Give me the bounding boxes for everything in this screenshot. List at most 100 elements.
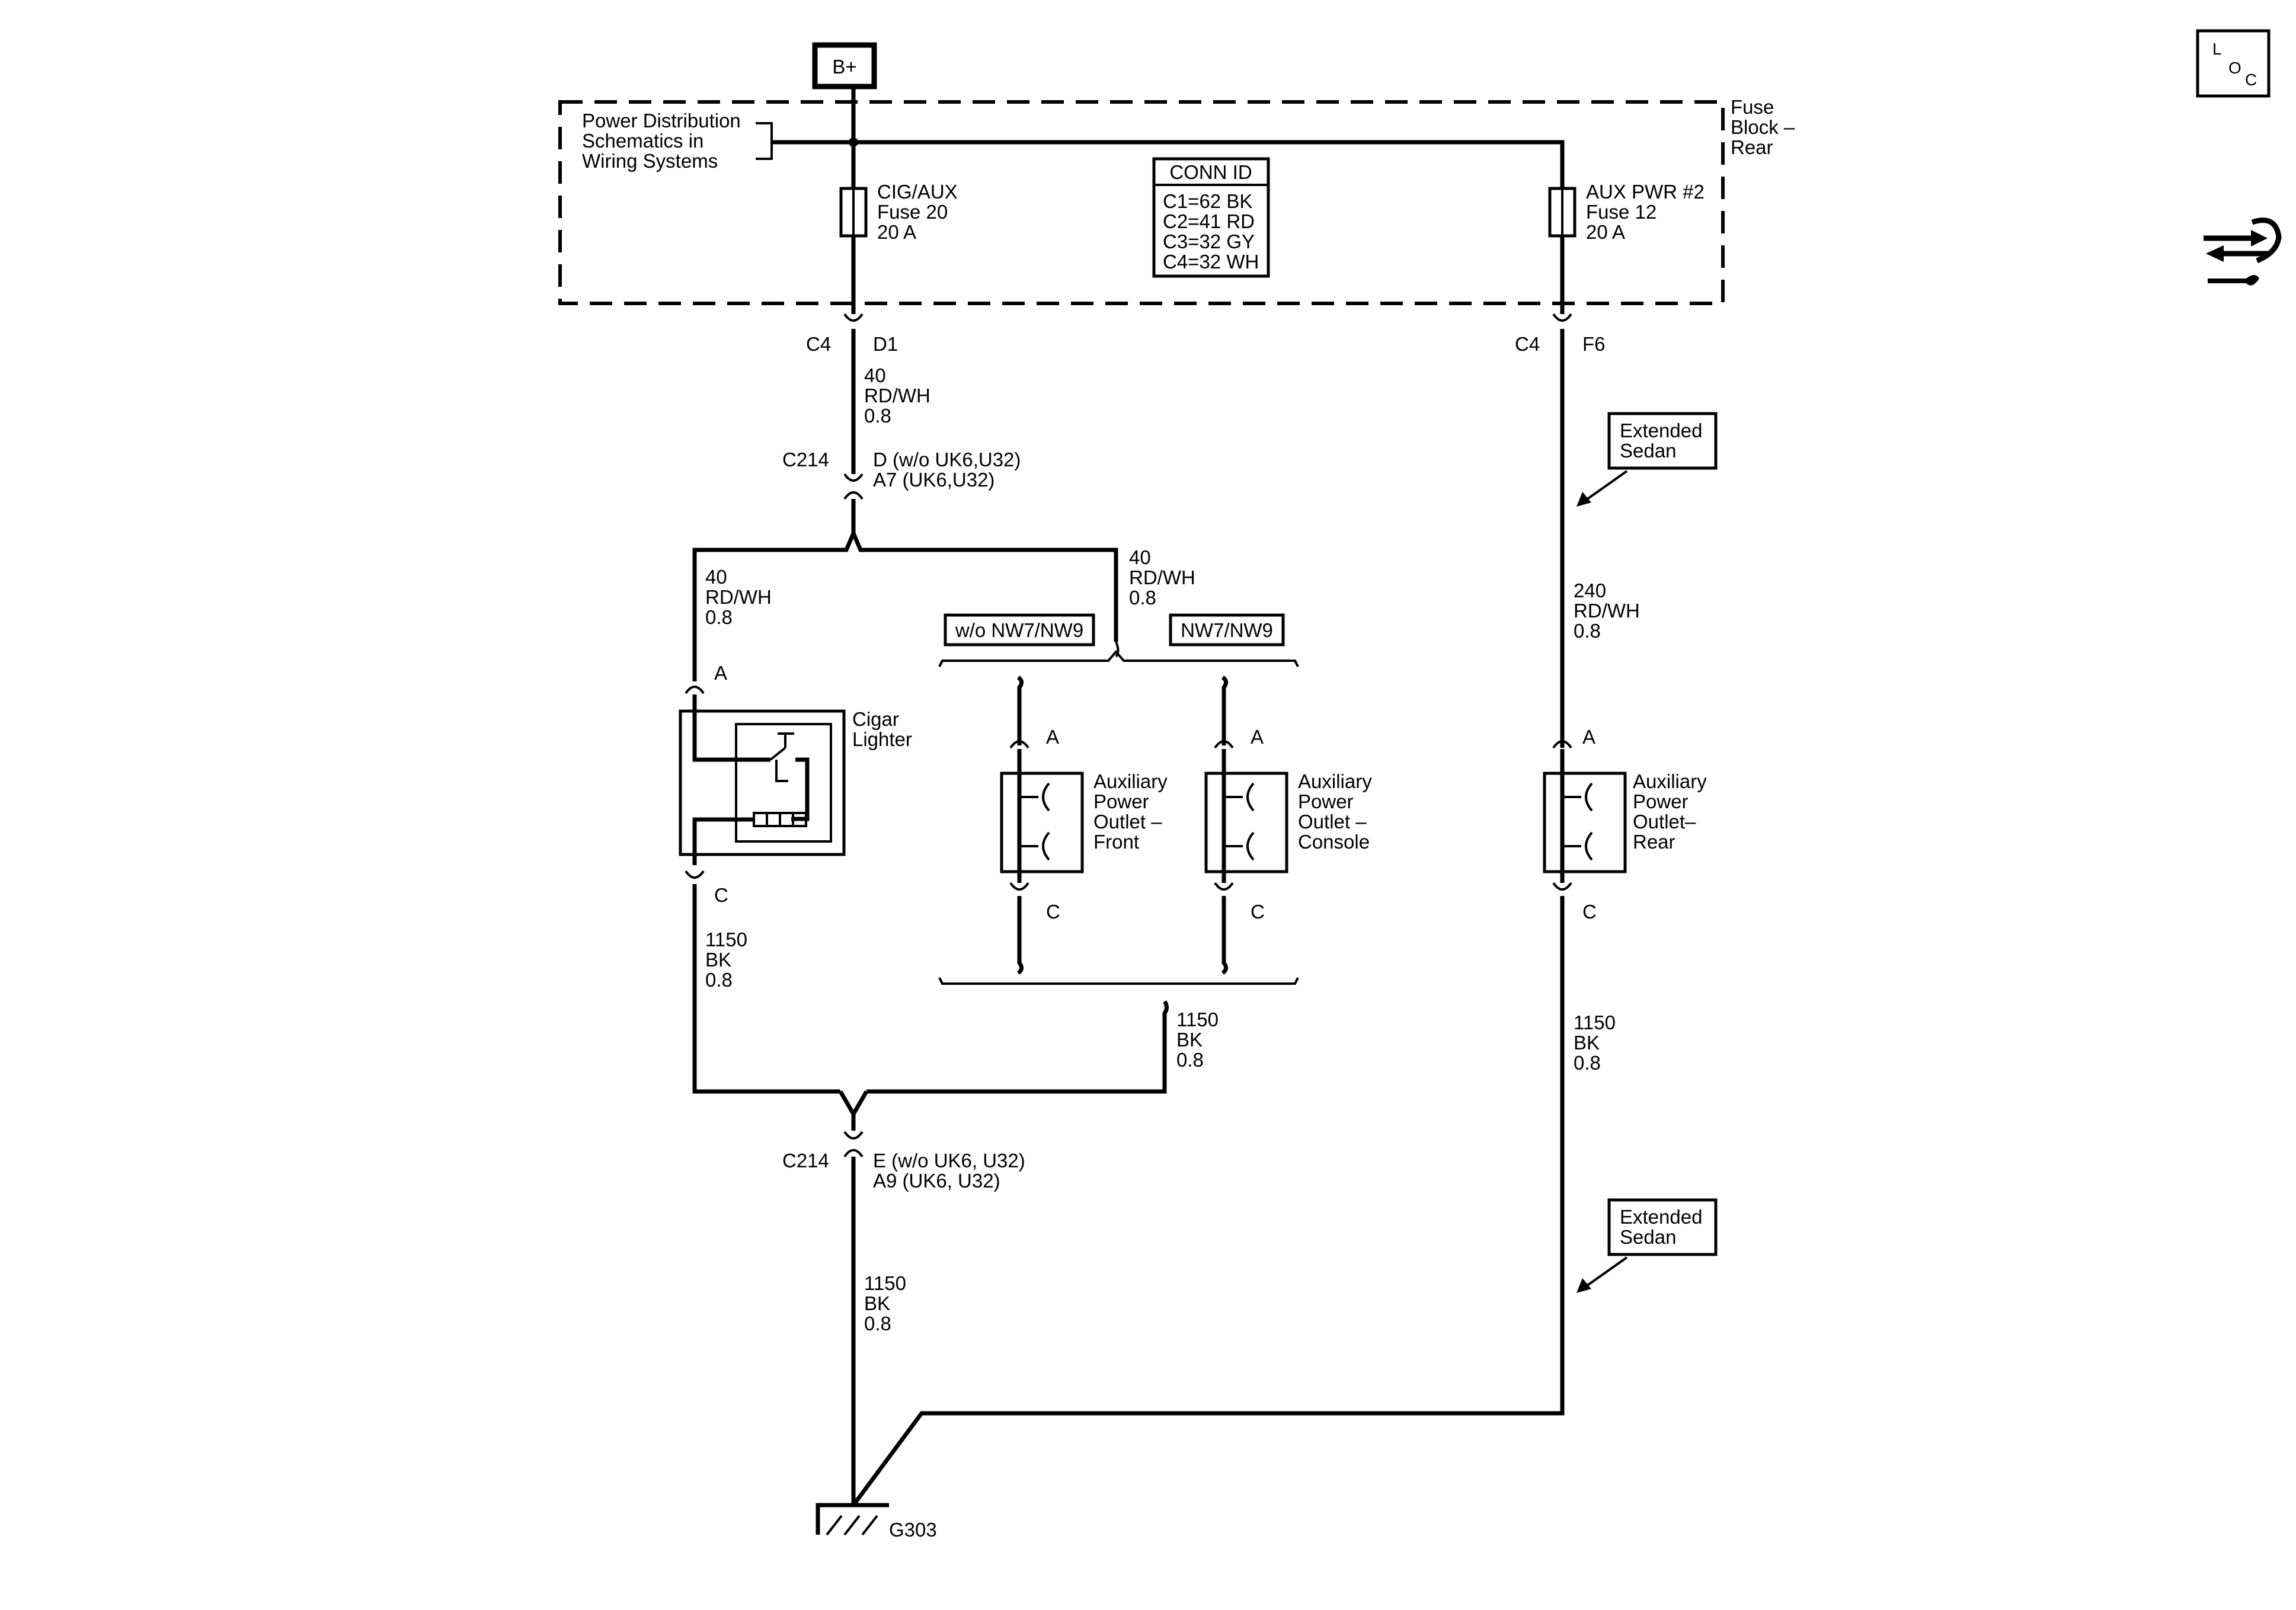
diagram-line — [1224, 782, 1255, 812]
diagram-label: C — [2245, 71, 2257, 89]
diagram-label: 0.8 — [1129, 587, 1156, 609]
pin-c-console: C — [1251, 901, 1265, 923]
diagram-label: 0.8 — [1574, 620, 1601, 642]
diagram-label: A9 (UK6, U32) — [873, 1170, 1000, 1192]
diagram-label: Power — [1633, 790, 1689, 812]
diagram-label: 240 — [1574, 580, 1606, 601]
diagram-line — [843, 473, 864, 482]
diagram-line — [944, 613, 1095, 646]
diagram-label: w/o NW7/NW9 — [955, 619, 1083, 641]
diagram-line — [1552, 740, 1572, 749]
diagram-line — [685, 686, 705, 694]
diagram-label: Outlet – — [1093, 811, 1162, 833]
diagram-label: Console — [1298, 831, 1370, 853]
diagram-line — [679, 709, 846, 856]
diagram-label: 1150 — [1574, 1012, 1616, 1033]
battery-terminal: B+ — [812, 42, 877, 89]
diagram-label: C — [1046, 901, 1060, 923]
power-distribution-reference[interactable]: Power Distribution Schematics in Wiring … — [582, 110, 773, 172]
diagram-label: Sedan — [1620, 1226, 1676, 1248]
diagram-label: RD/WH — [705, 586, 772, 608]
wire-label-1150-bk-main: 1150 BK 0.8 — [864, 1272, 906, 1334]
diagram-line — [1576, 492, 1591, 507]
diagram-line — [1224, 831, 1255, 861]
diagram-label: O — [2228, 59, 2241, 77]
diagram-label: 1150 — [705, 929, 747, 950]
diagram-line — [756, 122, 773, 160]
diagram-line — [778, 732, 794, 748]
diagram-label: 40 — [705, 566, 727, 588]
diagram-label: 0.8 — [705, 606, 733, 628]
diagram-line — [1221, 896, 1228, 975]
diagram-label: Lighter — [852, 728, 912, 750]
diagram-label: 0.8 — [864, 405, 891, 427]
diagram-label: Extended — [1620, 420, 1702, 441]
diagram-label: Schematics in — [582, 130, 703, 152]
diagram-label: RD/WH — [1574, 600, 1640, 622]
diagram-label: Fuse 12 — [1586, 201, 1657, 223]
diagram-line — [1169, 613, 1285, 646]
diagram-label: CIG/AUX — [877, 181, 958, 203]
extended-sedan-tag-top: Extended Sedan — [1576, 412, 1718, 507]
diagram-line — [1115, 641, 1120, 658]
diagram-label: AUX PWR #2 — [1586, 181, 1705, 203]
connector-c214-bottom: C214 E (w/o UK6, U32) A9 (UK6, U32) — [782, 1131, 1025, 1192]
pin-c-cigar: C — [714, 884, 728, 906]
arrows-wrench-icon[interactable] — [2204, 217, 2282, 286]
diagram-label: Front — [1093, 831, 1139, 853]
diagram-label: BK — [1176, 1029, 1203, 1051]
diagram-line — [1016, 676, 1024, 745]
diagram-line — [1552, 313, 1572, 322]
loc-icon[interactable]: L O C — [2196, 29, 2271, 98]
pin-a-rear: A — [1582, 726, 1595, 748]
diagram-label: D (w/o UK6,U32) — [873, 449, 1021, 470]
diagram-label: Auxiliary — [1093, 770, 1168, 792]
diagram-line — [1009, 740, 1029, 749]
bus-splice — [849, 137, 858, 147]
cigar-lighter-label: Cigar — [852, 708, 899, 730]
option-bracket-bottom — [938, 977, 1299, 985]
option-without-nw7-nw9: w/o NW7/NW9 — [944, 613, 1095, 646]
diagram-label: Power — [1093, 790, 1149, 812]
diagram-label: 40 — [1129, 546, 1151, 568]
diagram-label: 0.8 — [1176, 1049, 1204, 1071]
conn-id-title: CONN ID — [1169, 161, 1252, 183]
diagram-line — [735, 723, 832, 843]
aux-outlet-console: A C Auxiliary Power Outlet – Console — [1204, 676, 1372, 975]
diagram-label: 20 A — [1586, 221, 1625, 243]
diagram-label: C1=62 BK — [1163, 190, 1252, 212]
diagram-label: 0.8 — [705, 969, 733, 991]
fuse-block-outline — [558, 100, 1725, 305]
diagram-label: RD/WH — [864, 385, 930, 406]
diagram-line — [1581, 1256, 1628, 1290]
diagram-label: Rear — [1731, 136, 1773, 158]
diagram-label: NW7/NW9 — [1181, 619, 1273, 641]
diagram-line — [1009, 882, 1029, 891]
outlets-ground-wire — [866, 1000, 1169, 1094]
diagram-label: C2=41 RD — [1163, 210, 1255, 232]
battery-label: B+ — [832, 56, 856, 78]
diagram-line — [1152, 157, 1270, 278]
connector-c4-d1: C4 D1 — [806, 313, 898, 474]
diagram-label: C4 — [1515, 333, 1540, 355]
diagram-line — [791, 757, 810, 821]
diagram-label: L — [2212, 40, 2222, 58]
diagram-line — [775, 760, 788, 782]
diagram-label: RD/WH — [1129, 566, 1195, 588]
diagram-label: Wiring Systems — [582, 150, 718, 172]
wire-label-1150-bk-outlets: 1150 BK 0.8 — [1176, 1009, 1219, 1071]
extended-sedan-tag-bottom: Extended Sedan — [1576, 1198, 1718, 1293]
diagram-line — [769, 747, 786, 761]
aux-outlet-front: A C Auxiliary Power Outlet – Front — [1000, 676, 1168, 975]
diagram-line — [816, 1503, 889, 1535]
diagram-line — [1019, 782, 1050, 812]
diagram-line — [1000, 772, 1084, 873]
fuse-bus-wire — [772, 140, 1565, 188]
diagram-label: Fuse — [1731, 96, 1774, 118]
diagram-line — [843, 313, 864, 322]
diagram-label: Power Distribution — [582, 110, 741, 132]
diagram-line — [692, 694, 770, 762]
connector-c214-top: C214 D (w/o UK6,U32) A7 (UK6,U32) — [782, 449, 1021, 500]
diagram-label: Auxiliary — [1298, 770, 1372, 792]
diagram-label: BK — [864, 1292, 890, 1314]
